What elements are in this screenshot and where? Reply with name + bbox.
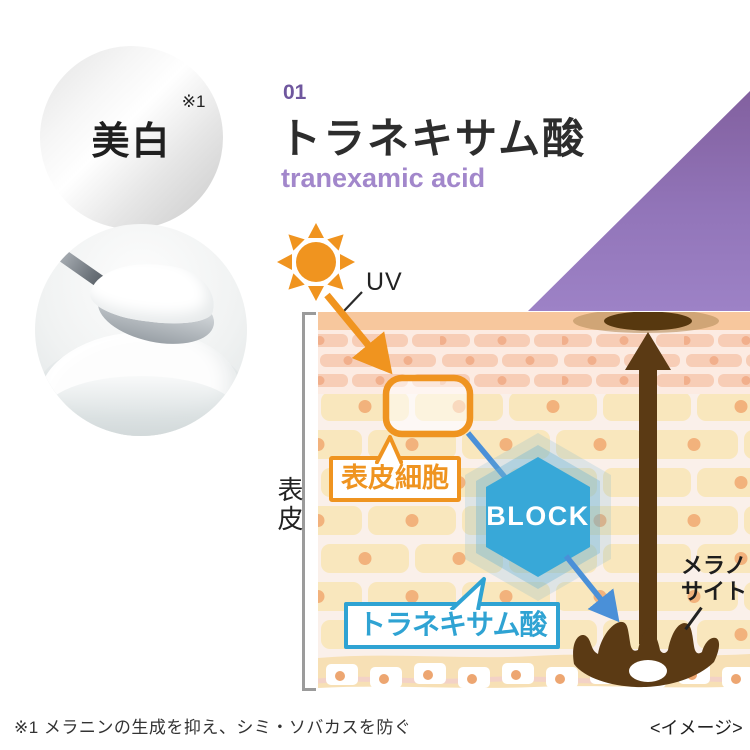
melanin-up-arrow: [625, 332, 671, 644]
whitening-badge: 美白 ※1: [40, 46, 223, 229]
uv-pointer-line: [342, 291, 363, 313]
sun-icon: [277, 223, 355, 301]
melanocyte-label-line2: サイト: [681, 578, 748, 604]
callout-pointer-icon: [449, 577, 486, 610]
melanocyte-label-line1: メラノ: [681, 553, 747, 578]
whitening-badge-label: 美白: [91, 121, 172, 163]
melanocyte: [573, 621, 720, 688]
epidermis-bracket-label: 表皮: [274, 476, 304, 534]
blocked-signal-arrow: [563, 554, 620, 623]
uv-label: UV: [366, 268, 403, 296]
epidermal-cell-label: 表皮細胞: [341, 463, 449, 493]
tranexamic-acid-callout: トラネキサム酸: [344, 577, 561, 649]
highlighted-epidermal-cell: [382, 374, 474, 438]
powder-photo: [35, 224, 247, 436]
block-label: BLOCK: [486, 501, 590, 531]
epidermis-bracket: [302, 312, 316, 691]
whitening-badge-note-ref: ※1: [181, 92, 206, 111]
tranexamic-acid-label: トラネキサム酸: [358, 609, 547, 640]
melanin-spot: [573, 312, 719, 333]
page-title: トラネキサム酸: [279, 115, 587, 162]
section-number: 01: [283, 81, 307, 104]
block-hexagon: [465, 433, 611, 601]
sun-and-uv-annotation: [277, 223, 393, 375]
footnote: ※1 メラニンの生成を抑え、シミ・ソバカスを防ぐ: [14, 718, 412, 737]
callout-pointer-icon: [375, 435, 403, 464]
uv-ray-arrow: [324, 292, 393, 375]
image-caption: <イメージ>: [650, 718, 743, 738]
glass-bowl-front: [43, 376, 239, 436]
epidermal-cell-callout: 表皮細胞: [329, 435, 461, 502]
page-subtitle: tranexamic acid: [281, 163, 486, 193]
melanocyte-label: メラノ サイト: [681, 553, 747, 605]
